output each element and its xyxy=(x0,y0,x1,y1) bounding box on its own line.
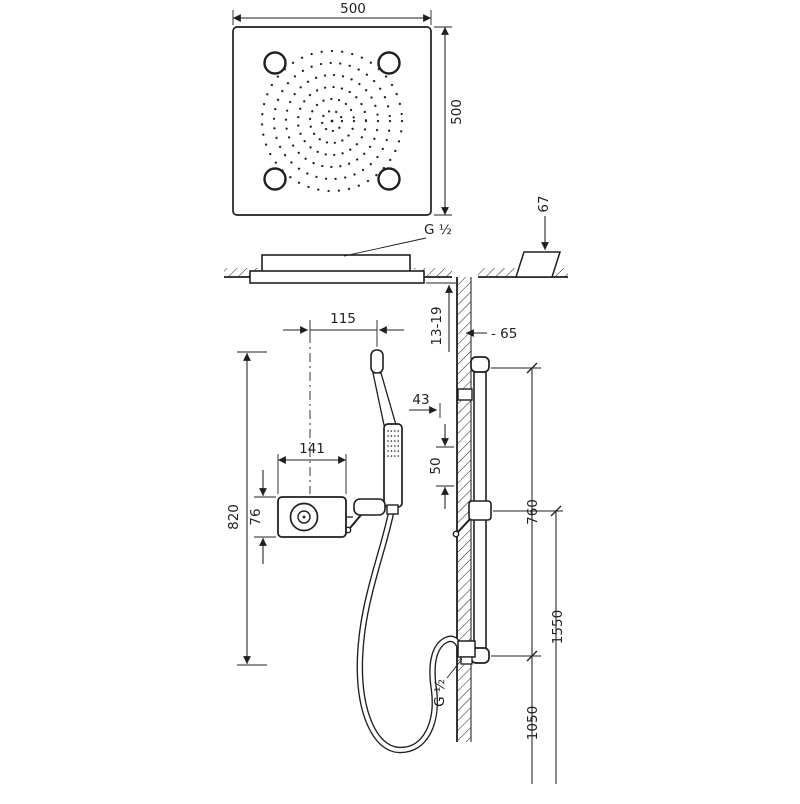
dim-head-thread-label: G ½ xyxy=(424,222,452,238)
dimension-mixer-height: 76 xyxy=(248,470,276,564)
hand-shower xyxy=(344,349,403,534)
rail-top-bracket xyxy=(457,388,473,401)
dim-mixer-width-label: 141 xyxy=(299,441,325,457)
ceiling-hatch xyxy=(414,268,452,277)
dim-wall-recess-label: - 65 xyxy=(491,326,517,342)
outlet-nipple xyxy=(460,656,473,665)
dimension-recess-depth: 67 xyxy=(536,195,552,250)
dim-mixer-mount-height-label: 820 xyxy=(226,504,242,530)
dimension-slider-height: 1550 xyxy=(493,505,566,784)
callout-wall-recess: - 65 xyxy=(466,326,517,342)
head-flange xyxy=(249,270,425,284)
dimension-rail-length: 760 xyxy=(491,362,541,662)
head-housing xyxy=(261,254,411,273)
callout-outlet-thread: G ½ xyxy=(432,658,463,707)
corner-jet xyxy=(377,51,401,75)
callout-head-thread: G ½ xyxy=(343,222,452,257)
dimension-ceiling-projection: 13-19 xyxy=(426,282,456,352)
spray-nozzle-pattern xyxy=(260,49,404,193)
dim-plan-height-label: 500 xyxy=(449,99,465,125)
dimension-plan-width: 500 xyxy=(232,1,432,25)
dim-ceiling-projection-label: 13-19 xyxy=(429,306,445,345)
mixer-knob-center xyxy=(302,515,306,519)
dimension-mixer-mount-height: 820 xyxy=(226,351,267,666)
holder-lever xyxy=(349,514,362,529)
ceiling-head-plan-view: 500 500 xyxy=(232,1,465,216)
dim-rail-length-label: 760 xyxy=(525,499,541,525)
slider-lever-knob xyxy=(452,530,460,538)
water-outlet-elbow xyxy=(457,640,476,658)
hose-core xyxy=(358,511,463,752)
dimension-plan-height: 500 xyxy=(434,26,465,216)
dim-wall-distance-label: 43 xyxy=(412,392,429,408)
shower-hose xyxy=(356,509,465,754)
mixer-knob-inner xyxy=(297,510,311,524)
rail-top-cap xyxy=(470,356,490,373)
corner-jet xyxy=(377,167,401,191)
slide-rail-assembly xyxy=(452,356,492,665)
dimension-axis-offset: 115 xyxy=(283,311,404,347)
dim-plan-width-label: 500 xyxy=(340,1,366,17)
corner-jet xyxy=(263,51,287,75)
dim-axis-offset-label: 115 xyxy=(330,311,356,327)
mixer-plate xyxy=(277,496,347,538)
hose-outline xyxy=(356,509,465,754)
dimension-holder-span: 50 xyxy=(428,424,454,509)
dim-holder-span-label: 50 xyxy=(428,457,444,474)
ceiling-hatch xyxy=(224,268,260,277)
center-nozzle xyxy=(330,119,334,123)
recessed-housing xyxy=(514,251,562,278)
dim-outlet-thread-label: G ½ xyxy=(432,679,448,707)
hand-shower-holder xyxy=(353,498,386,516)
thermostatic-mixer xyxy=(277,334,353,538)
hand-shower-neck xyxy=(372,372,397,426)
dim-mixer-height-label: 76 xyxy=(248,508,264,525)
hose-nut xyxy=(386,504,399,515)
dimension-wall-distance: 43 xyxy=(409,392,441,418)
rail-slider xyxy=(468,500,492,521)
hand-shower-tip xyxy=(370,349,384,374)
recess-depth-detail: 67 xyxy=(478,195,568,278)
corner-jet xyxy=(263,167,287,191)
slider-lever xyxy=(457,518,471,533)
dimension-outlet-height: 1050 xyxy=(525,656,541,784)
dim-slider-height-label: 1550 xyxy=(550,610,566,644)
hand-shower-handle xyxy=(383,423,403,508)
dim-recess-depth-label: 67 xyxy=(536,195,552,212)
dim-outlet-height-label: 1050 xyxy=(525,706,541,740)
ceiling-head-side-view: G ½ 13-19 xyxy=(224,222,456,352)
mixer-knob xyxy=(289,502,319,532)
dimension-mixer-width: 141 xyxy=(277,441,347,494)
